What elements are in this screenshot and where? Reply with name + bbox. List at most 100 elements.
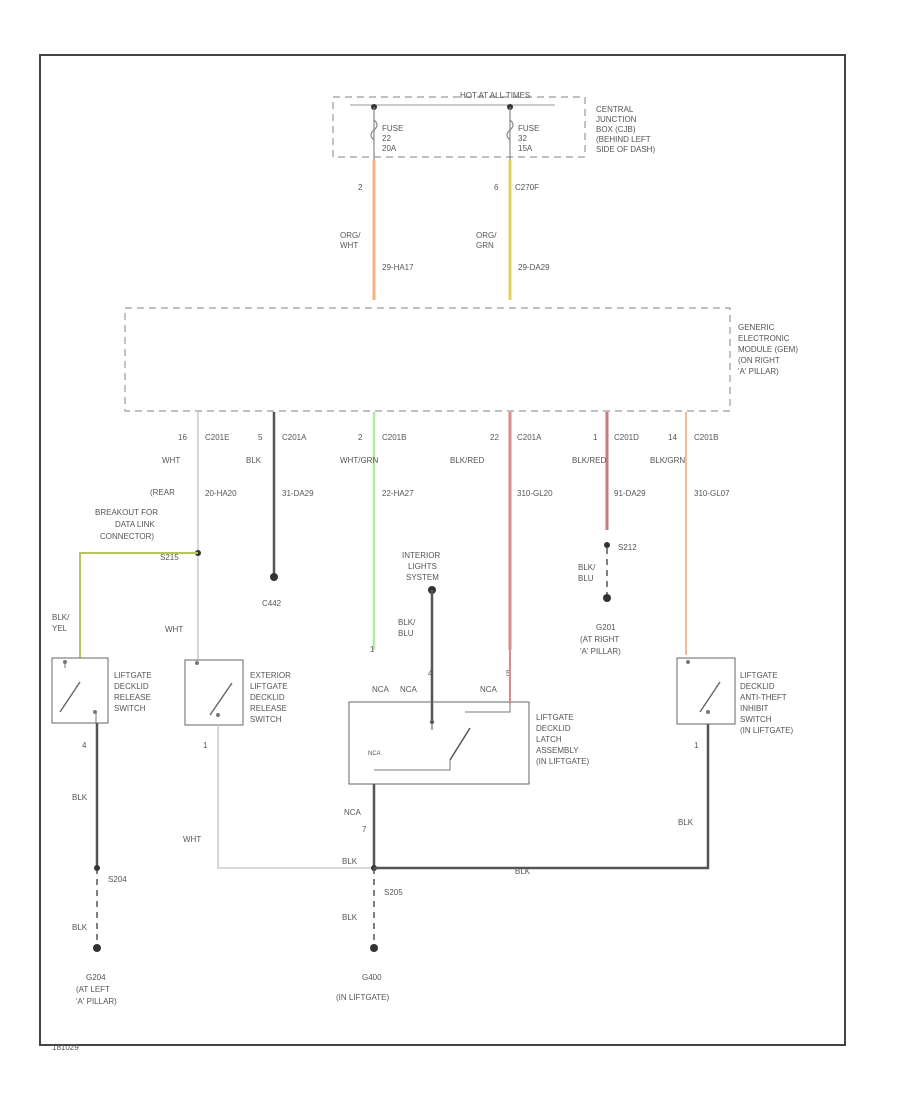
diagram-code: 181029: [52, 1043, 79, 1052]
sw2-pin: 1: [203, 741, 208, 750]
nca-label-2: NCA: [400, 685, 418, 694]
cjb-label-2: JUNCTION: [596, 115, 637, 124]
out2-pin: 5: [258, 433, 263, 442]
wire-blk-yel: [79, 552, 198, 658]
sw2-label-2: LIFTGATE: [250, 682, 288, 691]
out3-connector: C201B: [382, 433, 406, 442]
latch-label-3: LATCH: [536, 735, 562, 744]
latch-pin-bottom: 7: [362, 825, 367, 834]
upper-right-connector: C270F: [515, 183, 539, 192]
gem-label-3: MODULE (GEM): [738, 345, 798, 354]
wht-label-1: WHT: [165, 625, 183, 634]
out2-circuit: 31-DA29: [282, 489, 314, 498]
sw2-label-4: RELEASE: [250, 704, 287, 713]
int-lights-2: LIGHTS: [408, 562, 437, 571]
sw4-label-1: LIFTGATE: [740, 671, 778, 680]
out5-color: BLK/RED: [572, 456, 606, 465]
out3-pin: 2: [358, 433, 363, 442]
right-branch: S212 BLK/ BLU G201 (AT RIGHT 'A' PILLAR)…: [374, 542, 794, 876]
g400-loc: (IN LIFTGATE): [336, 993, 390, 1002]
g204-ground: [93, 944, 101, 952]
gem-label-1: GENERIC: [738, 323, 775, 332]
blk-label-right: BLK: [678, 818, 694, 827]
upper-right-color-1: ORG/: [476, 231, 497, 240]
sw2-label-1: EXTERIOR: [250, 671, 291, 680]
latch-pin-b: 4: [428, 669, 433, 678]
fuse-left-2: 22: [382, 134, 391, 143]
sw4-label-3: ANTI-THEFT: [740, 693, 787, 702]
cjb-outline: [332, 96, 586, 158]
fuse-22-icon: [370, 119, 378, 141]
blk-blu-right-2: BLU: [578, 574, 594, 583]
wire-wht-ground: [217, 725, 374, 869]
g400-label: G400: [362, 973, 382, 982]
out5-connector: C201D: [614, 433, 639, 442]
upper-right-color-2: GRN: [476, 241, 494, 250]
upper-left-color-2: WHT: [340, 241, 358, 250]
g204-loc-2: 'A' PILLAR): [76, 997, 117, 1006]
upper-left-pin: 2: [358, 183, 363, 192]
gem-label-4: (ON RIGHT: [738, 356, 780, 365]
sw1-label-2: DECKLID: [114, 682, 149, 691]
out6-circuit: 310-GL07: [694, 489, 730, 498]
upper-wires: 2 6 C270F ORG/ WHT ORG/ GRN 29-HA17 29-D…: [340, 160, 550, 300]
blk-label-left: BLK: [72, 793, 88, 802]
out2-connector: C201A: [282, 433, 307, 442]
sw4-label-4: INHIBIT: [740, 704, 769, 713]
out1-circuit: 20-HA20: [205, 489, 237, 498]
fuse-left-3: 20A: [382, 144, 397, 153]
cjb-label-4: (BEHIND LEFT: [596, 135, 651, 144]
nca-label-3: NCA: [480, 685, 498, 694]
out3-circuit: 22-HA27: [382, 489, 414, 498]
exterior-release-switch: [184, 659, 244, 726]
latch-pin-a: 1: [370, 645, 375, 654]
latch-label-5: (IN LIFTGATE): [536, 757, 590, 766]
out2-color: BLK: [246, 456, 262, 465]
central-junction-box: HOT AT ALL TIMES FUSE 22 20A FUSE 32 15A…: [332, 91, 655, 160]
blk-blu-right-1: BLK/: [578, 563, 596, 572]
g204-label: G204: [86, 973, 106, 982]
out5-pin: 1: [593, 433, 598, 442]
latch-pin-c: 5: [506, 669, 511, 678]
rear-breakout-2: BREAKOUT FOR: [95, 508, 158, 517]
g201-loc-1: (AT RIGHT: [580, 635, 619, 644]
sw4-pin: 1: [694, 741, 699, 750]
sw1-label-4: SWITCH: [114, 704, 146, 713]
out4-circuit: 310-GL20: [517, 489, 553, 498]
blk-blu-1: BLK/: [398, 618, 416, 627]
blk-yel-1: BLK/: [52, 613, 70, 622]
gem-label-5: 'A' PILLAR): [738, 367, 779, 376]
blk-label-left-2: BLK: [72, 923, 88, 932]
cjb-header: HOT AT ALL TIMES: [460, 91, 530, 100]
nca-label-4: NCA: [344, 808, 362, 817]
sw2-label-3: DECKLID: [250, 693, 285, 702]
out1-pin: 16: [178, 433, 187, 442]
rear-breakout-3: DATA LINK: [115, 520, 155, 529]
int-lights-1: INTERIOR: [402, 551, 440, 560]
g201-ground: [603, 594, 611, 602]
gem-label-2: ELECTRONIC: [738, 334, 790, 343]
sw4-label-2: DECKLID: [740, 682, 775, 691]
s215-label: S215: [160, 553, 179, 562]
g201-label: G201: [596, 623, 616, 632]
cjb-label-1: CENTRAL: [596, 105, 634, 114]
fuse-right-1: FUSE: [518, 124, 539, 133]
rear-breakout-4: CONNECTOR): [100, 532, 154, 541]
sw1-label-1: LIFTGATE: [114, 671, 152, 680]
out4-color: BLK/RED: [450, 456, 484, 465]
g201-loc-2: 'A' PILLAR): [580, 647, 621, 656]
out1-color: WHT: [162, 456, 180, 465]
fuse-right-2: 32: [518, 134, 527, 143]
c442-label: C442: [262, 599, 282, 608]
sw1-pin: 4: [82, 741, 87, 750]
sw1-label-3: RELEASE: [114, 693, 151, 702]
wht-label-2: WHT: [183, 835, 201, 844]
blk-label-bottom: BLK: [515, 867, 531, 876]
cjb-label-5: SIDE OF DASH): [596, 145, 655, 154]
out6-color: BLK/GRN: [650, 456, 685, 465]
sw4-label-6: (IN LIFTGATE): [740, 726, 794, 735]
fuse-right-3: 15A: [518, 144, 533, 153]
switch4-contact: [699, 681, 721, 713]
s204-label: S204: [108, 875, 127, 884]
